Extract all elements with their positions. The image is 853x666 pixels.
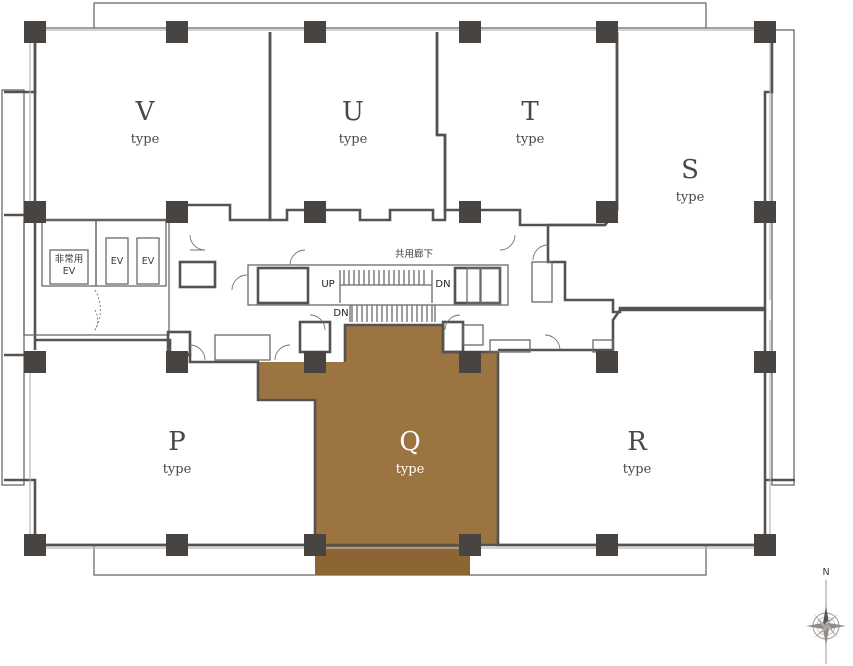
structural-column — [24, 21, 46, 43]
unit-t-label[interactable]: T type — [516, 97, 545, 147]
unit-q-label[interactable]: Q type — [396, 427, 425, 477]
structural-column — [459, 201, 481, 223]
structural-column — [24, 351, 46, 373]
stair-up-label: UP — [321, 279, 334, 290]
ev-label-2: EV — [142, 256, 155, 267]
unit-letter: V — [135, 97, 156, 127]
unit-type-label: type — [131, 132, 160, 147]
structural-column — [166, 201, 188, 223]
columns — [24, 21, 776, 556]
structural-column — [304, 21, 326, 43]
unit-letter: Q — [399, 427, 420, 457]
structural-column — [754, 21, 776, 43]
emergency-ev-label-line1: 非常用 — [55, 253, 84, 265]
structural-column — [166, 351, 188, 373]
unit-q-area[interactable] — [258, 325, 498, 575]
compass-north-label: N — [822, 567, 829, 578]
unit-type-label: type — [623, 462, 652, 477]
unit-letter: T — [521, 97, 539, 127]
structural-column — [596, 351, 618, 373]
structural-column — [24, 534, 46, 556]
compass-rose-icon: N — [806, 567, 846, 664]
structural-column — [24, 201, 46, 223]
structural-column — [596, 201, 618, 223]
door-swings — [94, 234, 561, 361]
structural-column — [166, 534, 188, 556]
unit-p-label[interactable]: P type — [163, 427, 192, 477]
structural-column — [304, 201, 326, 223]
structural-column — [596, 21, 618, 43]
unit-letter: R — [627, 427, 648, 457]
structural-column — [304, 351, 326, 373]
emergency-ev-car — [49, 249, 89, 285]
unit-q-balcony-strip — [315, 545, 470, 575]
unit-letter: U — [342, 97, 364, 127]
structural-column — [754, 201, 776, 223]
ev-car-1 — [105, 237, 129, 285]
unit-letter: P — [168, 427, 186, 457]
structural-column — [754, 534, 776, 556]
structural-column — [166, 21, 188, 43]
unit-v-label[interactable]: V type — [131, 97, 160, 147]
structural-column — [459, 351, 481, 373]
unit-s-label[interactable]: S type — [676, 155, 705, 205]
ev-car-2 — [136, 237, 160, 285]
unit-r-label[interactable]: R type — [623, 427, 652, 477]
stair-treads — [339, 270, 436, 322]
structural-column — [459, 21, 481, 43]
structural-column — [754, 351, 776, 373]
unit-u-label[interactable]: U type — [339, 97, 368, 147]
emergency-ev-label-line2: EV — [63, 266, 76, 277]
unit-type-label: type — [396, 462, 425, 477]
unit-type-label: type — [676, 190, 705, 205]
stair-dn-label-lower: DN — [333, 308, 348, 319]
unit-letter: S — [681, 155, 699, 185]
structural-column — [596, 534, 618, 556]
ev-label-1: EV — [111, 256, 124, 267]
stair-dn-label: DN — [435, 279, 450, 290]
structural-column — [459, 534, 481, 556]
unit-type-label: type — [516, 132, 545, 147]
unit-type-label: type — [339, 132, 368, 147]
corridor-label: 共用廊下 — [395, 248, 433, 260]
structural-column — [304, 534, 326, 556]
unit-type-label: type — [163, 462, 192, 477]
